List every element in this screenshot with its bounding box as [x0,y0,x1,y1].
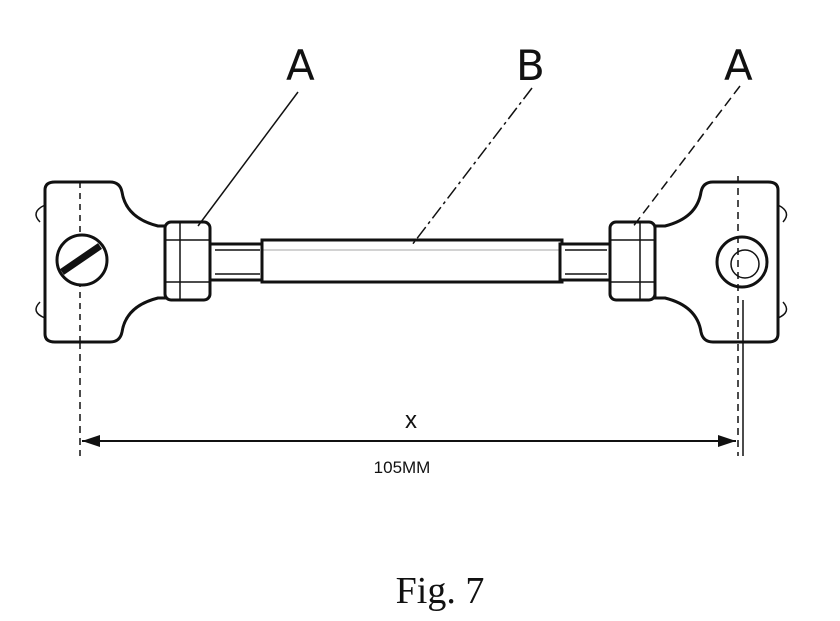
left-slotted-screw [55,233,109,287]
leader-line-b [411,87,533,246]
right-nut-a [608,220,657,302]
figure-caption: Fig. 7 [396,570,485,612]
callout-a-left: A [286,41,315,90]
left-threaded-stud [208,242,267,282]
dimension-value: 105MM [374,458,431,477]
callout-a-right: A [724,41,753,90]
left-nut-a [163,220,212,302]
dimension-line [82,435,736,447]
dimension-symbol: x [405,407,417,434]
leader-line-a-left [197,91,299,227]
right-ball-joint [715,235,769,289]
right-threaded-stud [558,242,614,282]
tube-b [260,238,564,284]
callout-b: B [516,41,545,90]
